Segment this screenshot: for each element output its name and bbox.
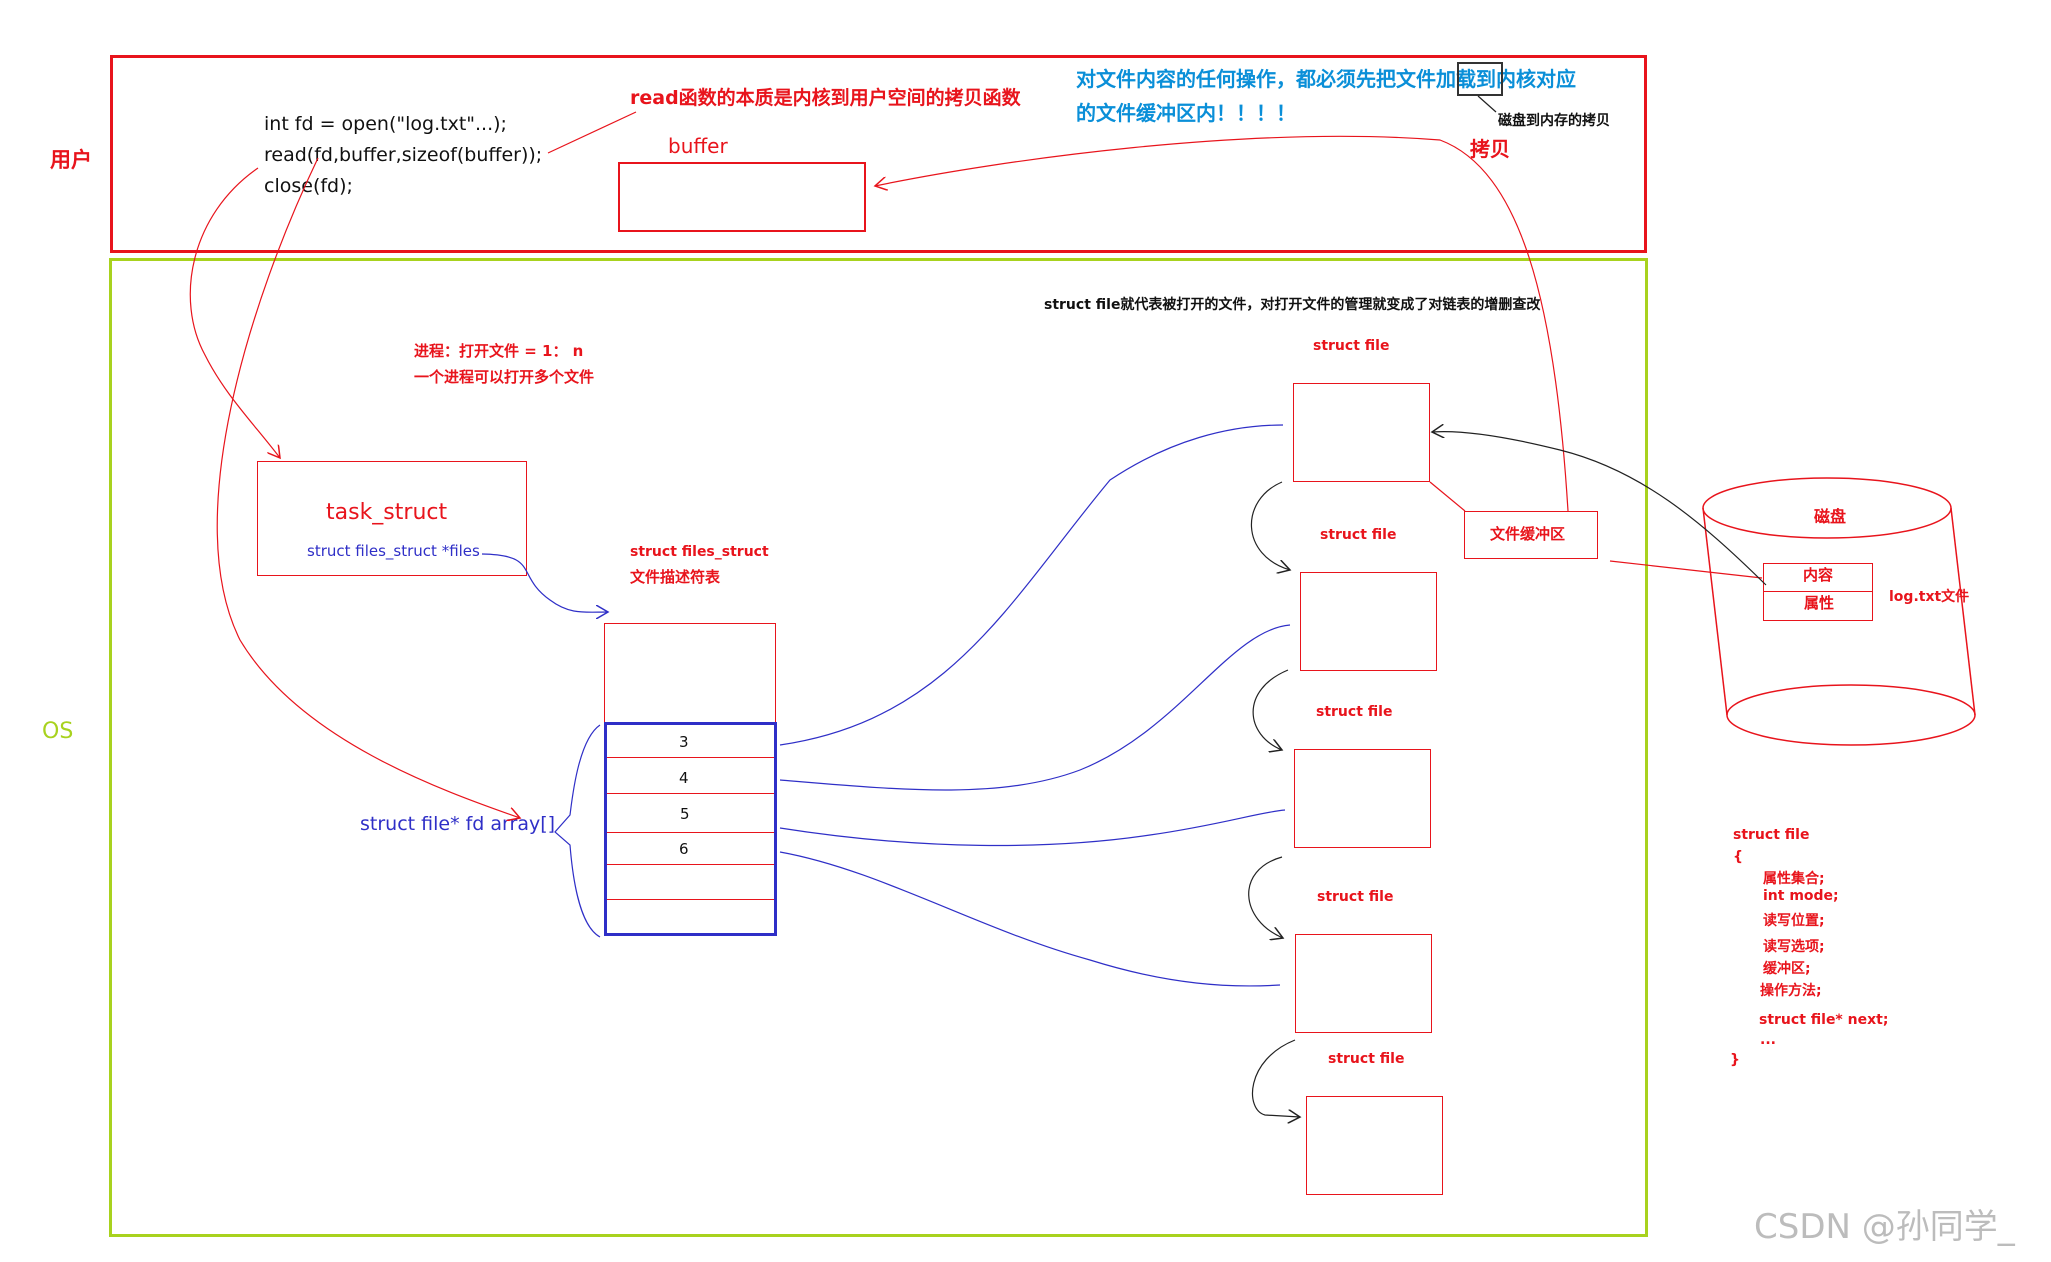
- struct-def-line: struct file: [1733, 827, 1810, 843]
- struct-def-line: {: [1733, 849, 1743, 865]
- struct-def-line: int mode;: [1763, 888, 1839, 904]
- fd-entry: 6: [679, 840, 689, 858]
- buffer-box: [618, 162, 866, 232]
- user-region-label: 用户: [50, 148, 92, 172]
- list-link-arrow: [1252, 669, 1289, 750]
- code-line-close: close(fd);: [264, 175, 353, 197]
- struct-def-line: struct file* next;: [1759, 1012, 1889, 1028]
- struct-def-line: 属性集合;: [1763, 871, 1825, 887]
- struct-def-line: 读写位置;: [1763, 913, 1825, 929]
- fd-to-file-link: [779, 809, 1286, 847]
- disk-content-box: [1763, 563, 1873, 621]
- file-buffer-box: [1464, 511, 1598, 559]
- disk-to-buffer-link: [1609, 560, 1763, 579]
- files-struct-label: struct files_struct: [630, 544, 769, 560]
- buffer-label: buffer: [668, 134, 728, 158]
- process-note-line2: 一个进程可以打开多个文件: [414, 368, 595, 386]
- os-region-frame: [109, 258, 1648, 1237]
- struct-file-box: [1306, 1096, 1443, 1195]
- fd-divider: [607, 864, 774, 865]
- struct-def-line: }: [1730, 1052, 1740, 1068]
- fd-to-file-link: [779, 624, 1291, 791]
- disk-cylinder: [1702, 477, 1976, 746]
- fd-divider: [607, 899, 774, 900]
- struct-def-line: 读写选项;: [1763, 939, 1825, 955]
- files-pointer-arrow: [481, 553, 608, 612]
- struct-file-label: struct file: [1317, 889, 1394, 905]
- fd-to-file-link: [779, 424, 1284, 746]
- fd-array-box: [604, 722, 777, 936]
- fd-divider: [607, 832, 774, 833]
- list-link-arrow: [1248, 856, 1283, 938]
- fd-entry: 3: [679, 733, 689, 751]
- code-line-open: int fd = open("log.txt"...);: [264, 113, 507, 135]
- struct-file-box: [1293, 383, 1430, 482]
- file-to-buffer-link: [1429, 481, 1466, 512]
- process-note-line1: 进程：打开文件 = 1： n: [414, 342, 584, 360]
- disk-content-label: 内容: [1803, 566, 1834, 584]
- code-line-read: read(fd,buffer,sizeof(buffer));: [264, 144, 543, 166]
- fd-divider: [607, 757, 774, 758]
- fd-entry: 4: [679, 769, 689, 787]
- read-note: read函数的本质是内核到用户空间的拷贝函数: [630, 87, 1021, 109]
- disk-divider: [1764, 591, 1872, 592]
- highlight-box: [1457, 62, 1503, 96]
- task-struct-field: struct files_struct *files: [307, 542, 480, 560]
- task-struct-title: task_struct: [326, 500, 448, 525]
- read-note-connector: [547, 111, 637, 154]
- log-file-label: log.txt文件: [1889, 589, 1970, 605]
- fd-entry: 5: [680, 805, 690, 823]
- highlight-pointer: [1477, 95, 1497, 113]
- struct-file-box: [1300, 572, 1437, 671]
- fd-array-brace: [554, 724, 601, 938]
- list-link-arrow: [1251, 1039, 1300, 1117]
- fd-array-label: struct file* fd array[]: [360, 813, 556, 835]
- file-buffer-label: 文件缓冲区: [1490, 525, 1566, 543]
- struct-file-box: [1294, 749, 1431, 848]
- struct-file-box: [1295, 934, 1432, 1033]
- fd-to-array-arrow: [216, 157, 520, 818]
- struct-def-line: 缓冲区;: [1763, 961, 1811, 977]
- struct-file-label: struct file: [1316, 704, 1393, 720]
- watermark: CSDN @孙同学_: [1754, 1207, 2015, 1247]
- struct-file-note: struct file就代表被打开的文件，对打开文件的管理就变成了对链表的增删查…: [1044, 297, 1541, 313]
- disk-attributes-label: 属性: [1804, 594, 1835, 612]
- task-struct-box: [257, 461, 527, 576]
- fd-divider: [607, 793, 774, 794]
- disk-title: 磁盘: [1814, 507, 1847, 526]
- copy-to-buffer-arrow: [875, 135, 1569, 512]
- user-region-frame: [110, 55, 1647, 253]
- struct-file-label: struct file: [1313, 338, 1390, 354]
- fd-to-file-link: [779, 851, 1281, 987]
- files-struct-sublabel: 文件描述符表: [630, 568, 721, 586]
- disk-to-file-arrow: [1432, 432, 1767, 586]
- struct-file-label: struct file: [1328, 1051, 1405, 1067]
- disk-copy-note: 磁盘到内存的拷贝: [1498, 113, 1610, 129]
- os-region-label: OS: [42, 719, 74, 744]
- load-note-line1: 对文件内容的任何操作，都必须先把文件加载到内核对应: [1076, 67, 1576, 91]
- struct-file-label: struct file: [1320, 527, 1397, 543]
- load-note-line2: 的文件缓冲区内！！！！: [1076, 101, 1296, 125]
- struct-def-line: 操作方法;: [1760, 983, 1822, 999]
- struct-def-line: ...: [1760, 1032, 1776, 1048]
- list-link-arrow: [1250, 481, 1290, 570]
- copy-label: 拷贝: [1470, 137, 1510, 161]
- open-to-task-arrow: [189, 167, 280, 458]
